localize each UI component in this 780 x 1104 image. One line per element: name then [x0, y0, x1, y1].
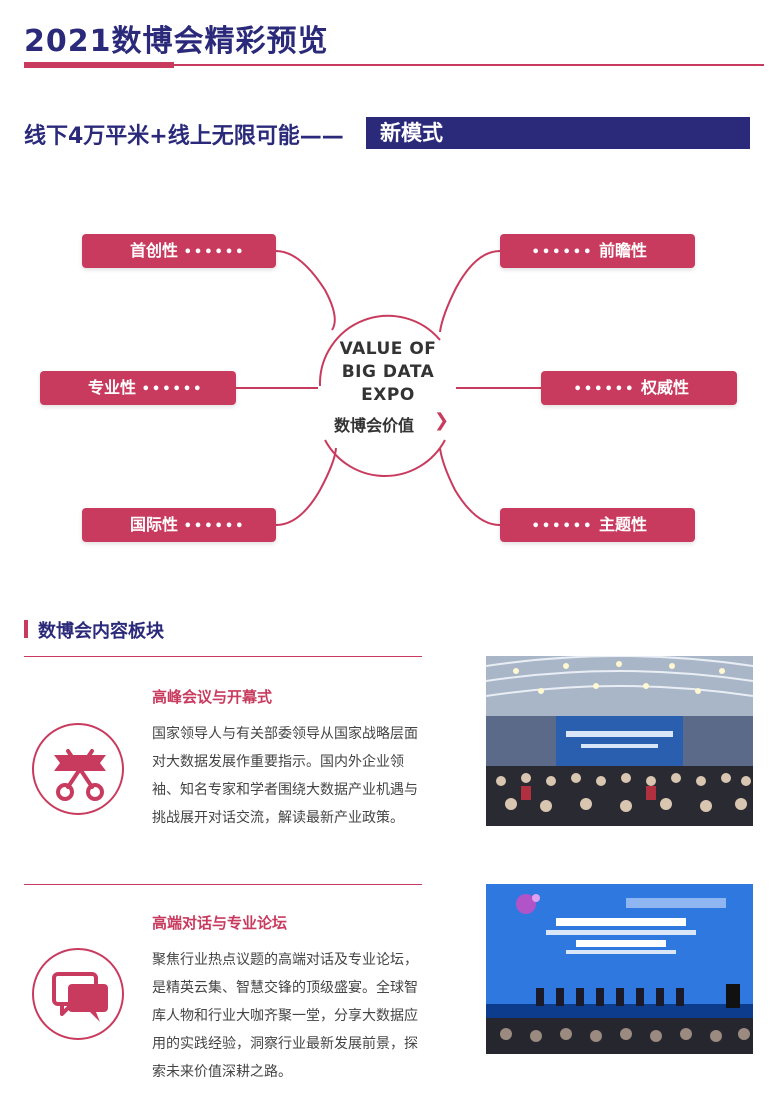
center-title-line: VALUE OF — [339, 339, 437, 359]
block-title: 高端对话与专业论坛 — [152, 914, 288, 932]
pill-label: 首创性 — [130, 241, 179, 260]
pill-dots: •••••• — [573, 382, 636, 397]
mindmap-pill-2: 专业性 •••••• — [40, 371, 236, 405]
conference-hall-photo — [486, 656, 753, 826]
page-title: 2021数博会精彩预览 — [24, 24, 329, 59]
connector-6 — [439, 447, 501, 526]
mindmap-pill-3: 国际性 •••••• — [82, 508, 276, 542]
connector-3 — [275, 447, 337, 526]
title-accent-bar — [24, 62, 174, 68]
center-subtitle: 数博会价值 — [334, 416, 415, 435]
subtitle-highlight: 新模式 — [366, 117, 750, 149]
center-title-line: BIG DATA — [341, 362, 435, 382]
mindmap-pill-6: •••••• 主题性 — [500, 508, 695, 542]
ribbon-scissors-icon — [32, 723, 124, 815]
block-body: 国家领导人与有关部委领导从国家战略层面对大数据发展作重要指示。国内外企业领袖、知… — [152, 726, 418, 826]
subtitle: 线下4万平米+线上无限可能—— — [24, 124, 344, 149]
pill-dots: •••••• — [531, 245, 594, 260]
pill-dots: •••••• — [141, 382, 204, 397]
title-rule — [24, 64, 764, 66]
forum-stage-photo — [486, 884, 753, 1054]
pill-label: 主题性 — [598, 515, 647, 534]
mindmap-pill-5: •••••• 权威性 — [541, 371, 737, 405]
pill-dots: •••••• — [183, 519, 246, 534]
pill-label: 前瞻性 — [598, 241, 647, 260]
pill-label: 国际性 — [130, 515, 179, 534]
pill-dots: •••••• — [531, 519, 594, 534]
pill-label: 专业性 — [88, 378, 137, 397]
mindmap-pill-1: 首创性 •••••• — [82, 234, 276, 268]
block-divider — [24, 656, 422, 657]
section-heading: 数博会内容板块 — [38, 621, 164, 642]
block-divider — [24, 884, 422, 885]
pill-label: 权威性 — [640, 378, 689, 397]
center-title: VALUE OF BIG DATA EXPO — [320, 338, 456, 407]
center-title-line: EXPO — [361, 385, 415, 405]
block-body: 聚焦行业热点议题的高端对话及专业论坛，是精英云集、智慧交锋的顶级盛宴。全球智库人… — [152, 952, 418, 1080]
center-arc-bottom — [324, 439, 446, 477]
section-marker — [24, 620, 28, 638]
chevron-right-icon: ❯ — [434, 410, 450, 431]
mindmap-pill-4: •••••• 前瞻性 — [500, 234, 695, 268]
center-arc-top — [318, 314, 441, 387]
pill-dots: •••••• — [183, 245, 246, 260]
connector-4 — [439, 250, 501, 333]
block-title: 高峰会议与开幕式 — [152, 688, 273, 706]
chat-bubbles-icon — [32, 948, 124, 1040]
connector-1 — [275, 250, 336, 331]
